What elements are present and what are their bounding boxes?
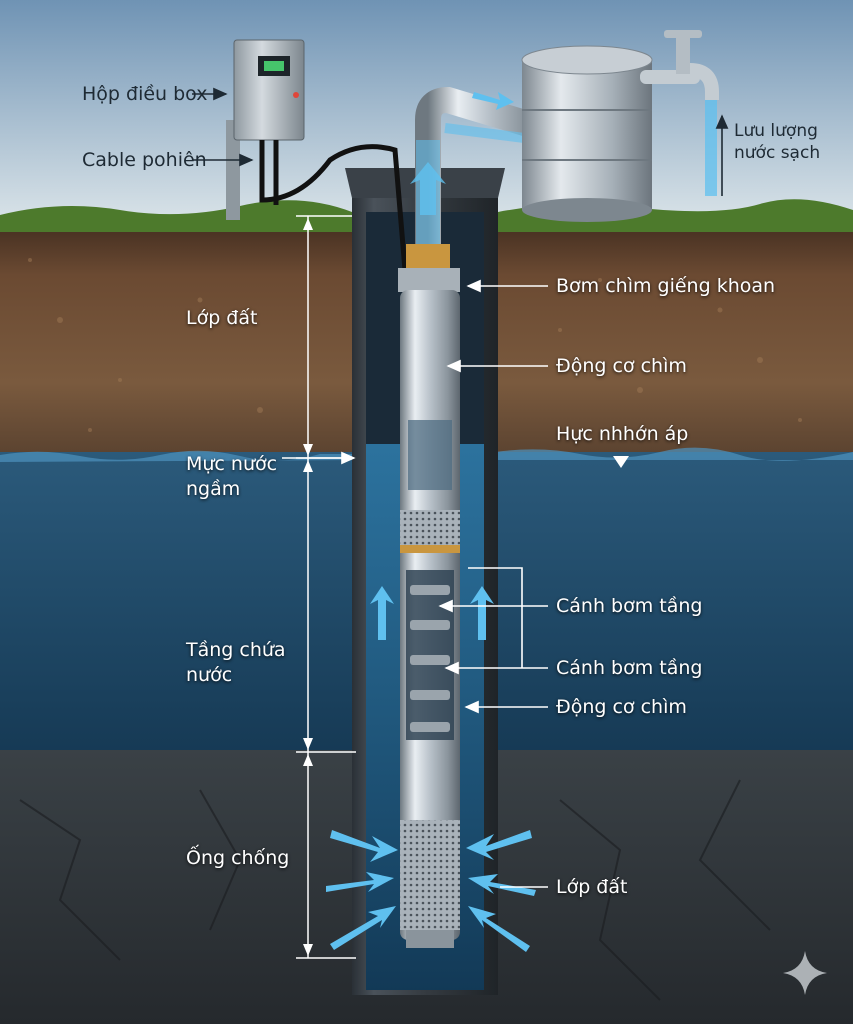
faucet <box>640 30 719 100</box>
leader-lines <box>192 87 729 888</box>
water-stream <box>705 100 717 196</box>
label-soil-layer-bottom: Lớp đất <box>556 876 628 898</box>
sparkle-icon <box>783 951 827 995</box>
submersible-pump <box>398 244 460 948</box>
label-submersible-pump: Bơm chìm giếng khoan <box>556 275 776 297</box>
label-impeller-stage-1: Cánh bơm tầng <box>556 595 703 617</box>
triangle-down-icon <box>613 456 629 468</box>
outlet-pipe <box>415 86 552 250</box>
flow-arrows <box>326 92 536 952</box>
grass-left <box>0 200 352 232</box>
water-surface <box>0 450 360 462</box>
label-soil-layer: Lớp đất <box>186 307 258 329</box>
label-motor-upper: Động cơ chìm <box>556 355 687 377</box>
rock-cracks <box>19 779 771 1001</box>
water-tank <box>521 45 653 222</box>
soil-texture <box>28 258 802 432</box>
label-pressure-check: Hực nhhớn áp <box>556 423 689 445</box>
control-box <box>233 39 305 141</box>
label-flow-rate: Lưu lượng nước sạch <box>734 121 821 163</box>
label-casing-pipe: Ống chống <box>186 847 290 869</box>
label-aquifer: Tầng chứa nước <box>186 639 286 686</box>
label-water-level: Mực nước ngầm <box>186 453 278 500</box>
label-control-box: Hộp điều box <box>82 83 208 105</box>
label-impeller-stage-2: Cánh bơm tầng <box>556 657 703 679</box>
label-cable: Cable pohiên <box>82 149 207 171</box>
label-motor-lower: Động cơ chìm <box>556 696 687 718</box>
control-box-post <box>226 120 240 220</box>
